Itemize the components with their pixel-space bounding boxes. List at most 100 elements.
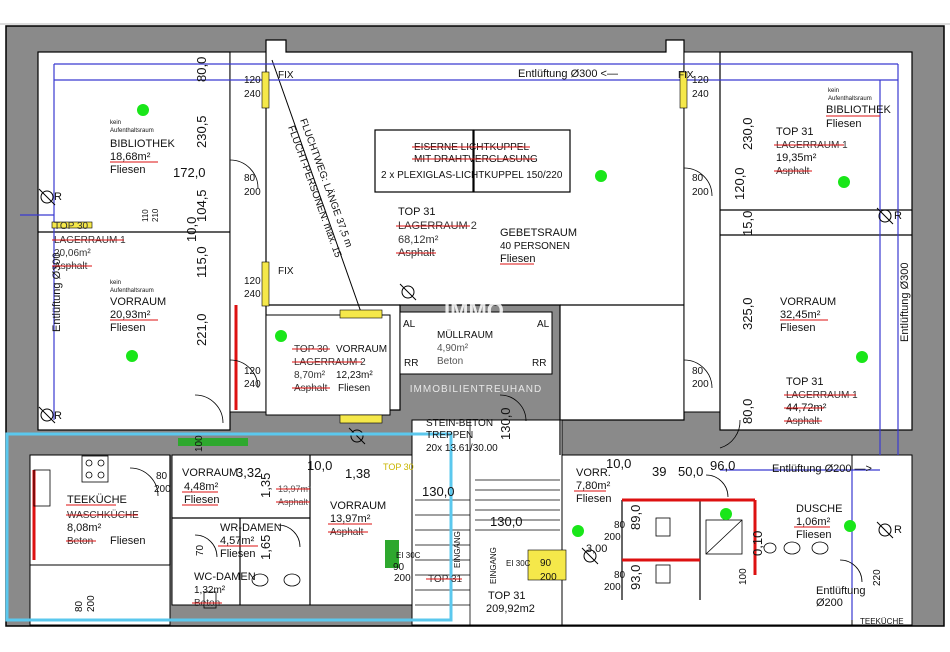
label-r: R — [54, 191, 62, 203]
door-yellow-6 — [527, 549, 567, 581]
selection-outline[interactable] — [5, 432, 453, 622]
vent-label-mid-right: Entlüftung Ø200 —> — [772, 463, 872, 475]
door-swing-2 — [229, 359, 259, 389]
door-yellow-7 — [51, 221, 93, 229]
room-vorraum-center: VORRAUM 12,23m² Fliesen — [336, 344, 387, 394]
washbasin-icon — [251, 573, 269, 587]
room-floor: Fliesen — [826, 118, 861, 130]
fluchtweg-line — [271, 59, 363, 316]
label-rr: RR — [532, 358, 546, 369]
room-note: Aufenthaltsraum — [828, 96, 872, 102]
dim: 240 — [244, 379, 261, 390]
smoke-detector-icon — [399, 283, 417, 301]
lichtkuppel-label: EISERNE LICHTKUPPEL MIT DRAHTVERGLASUNG … — [381, 142, 563, 181]
room-floor: Fliesen — [338, 383, 370, 394]
room-note: kein — [110, 280, 121, 286]
vent-label-left: Entlüftung Ø300 — [51, 252, 63, 332]
dim: 130,0 — [498, 407, 513, 440]
right-corridor-floor — [683, 51, 721, 413]
washbasin-icon — [763, 542, 777, 554]
room-vorraum-left: kein Aufenthaltsraum VORRAUM 20,93m² Fli… — [110, 280, 166, 334]
room-area: 4,57m² — [220, 535, 255, 547]
vent-label-right: Entlüftung Ø300 — [899, 262, 911, 342]
green-dot-icon — [856, 351, 868, 363]
room-top30-lager2: TOP 30 LAGERRAUM 2 8,70m² Asphalt — [292, 344, 366, 394]
lichtkuppel-line3: 2 x PLEXIGLAS-LICHTKUPPEL 150/220 — [381, 170, 563, 181]
dim: 230,5 — [194, 115, 209, 148]
dim: 130,0 — [490, 514, 523, 529]
room-top31-bottom: TOP 31 209,92m2 TOP 31 TEEKÜCHE — [426, 574, 904, 626]
dim: 15,0 — [740, 211, 755, 236]
floor-areas — [29, 39, 913, 626]
green-dot-icon — [137, 104, 149, 116]
label-al: AL — [537, 319, 550, 330]
misc-labels: FIX FIX FIX AL AL RR RR R R R R EINGANG … — [54, 70, 902, 584]
dim: 0,10 — [750, 531, 765, 556]
label-fix: FIX — [678, 70, 694, 81]
dim: 120 — [244, 276, 261, 287]
dim: 200 — [692, 379, 709, 390]
smoke-detector-icon — [876, 521, 894, 539]
room-note: Aufenthaltsraum — [110, 128, 154, 134]
dim: 10,0 — [606, 456, 631, 471]
toilet-icon — [655, 564, 671, 584]
label-top30: TOP 30 — [383, 462, 414, 472]
door-swing-1 — [229, 159, 259, 189]
label-eingang: EINGANG — [453, 531, 462, 568]
green-mark-1 — [178, 438, 248, 446]
dim: 100 — [194, 435, 205, 452]
watermark: IMMO IMMOBILIENTREUHAND — [410, 298, 541, 395]
stove-burner-icon — [85, 459, 93, 467]
green-dot-icon — [572, 525, 584, 537]
dim: 80 — [74, 600, 85, 612]
room-title: TOP 31 — [786, 376, 824, 388]
room-name: TEEKÜCHE — [67, 494, 127, 506]
stair-line1: STEIN-BETON — [426, 418, 493, 429]
room-note: kein — [828, 88, 839, 94]
label-r: R — [54, 410, 62, 422]
bottom-left-floor — [29, 564, 171, 626]
door-yellow-5 — [339, 414, 383, 424]
dim: 3,00 — [586, 543, 607, 555]
room-name-teekueche-br: TEEKÜCHE — [860, 617, 904, 626]
dim: 120 — [244, 75, 261, 86]
smoke-detector-icon — [38, 406, 56, 424]
dim: 240 — [244, 89, 261, 100]
dim: 172,0 — [173, 165, 206, 180]
room-vorraum-right: VORRAUM 32,45m² Fliesen — [780, 296, 836, 334]
watermark-logo: IMMO — [444, 298, 504, 323]
room-area: 4,48m² — [184, 481, 219, 493]
door-swing-11 — [705, 474, 729, 498]
green-wall-marks — [178, 438, 399, 568]
room-area: 20,06m² — [54, 248, 91, 259]
dim: 110 — [141, 209, 150, 222]
smoke-detector-icon — [348, 427, 366, 445]
stair-floor — [411, 419, 563, 626]
dim: 1,38 — [345, 466, 370, 481]
room-name: VORRAUM — [110, 296, 166, 308]
room-name: DUSCHE — [796, 503, 842, 515]
room-persons: 40 PERSONEN — [500, 241, 570, 252]
room-bibliothek-right: kein Aufenthaltsraum BIBLIOTHEK Fliesen — [826, 88, 891, 130]
stair-treads — [415, 420, 560, 625]
room-muellraum: MÜLLRAUM 4,90m² Beton — [437, 329, 493, 367]
room-floor: Fliesen — [220, 548, 255, 560]
label-ei30c: EI 30C — [396, 551, 421, 560]
top-margin — [0, 0, 950, 24]
label-eingang: EINGANG — [489, 547, 498, 584]
room-floor: Fliesen — [110, 164, 145, 176]
room-note: kein — [110, 120, 121, 126]
stove-burner-icon — [85, 471, 93, 479]
room-name: GEBETSRAUM — [500, 227, 577, 239]
dim: 210 — [151, 208, 160, 222]
room-top31-lager2: TOP 31 LAGERRAUM 2 68,12m² Asphalt — [396, 206, 477, 259]
dim: 200 — [540, 572, 557, 583]
left-corridor-floor — [229, 51, 267, 413]
room-area: 32,45m² — [780, 309, 821, 321]
room-area: 68,12m² — [398, 234, 439, 246]
stove-icon — [81, 455, 109, 483]
room-title: TOP 31 — [488, 590, 526, 602]
room-area: 1,32m² — [194, 585, 226, 596]
dim: 220 — [872, 569, 883, 586]
smoke-detectors — [38, 188, 894, 565]
